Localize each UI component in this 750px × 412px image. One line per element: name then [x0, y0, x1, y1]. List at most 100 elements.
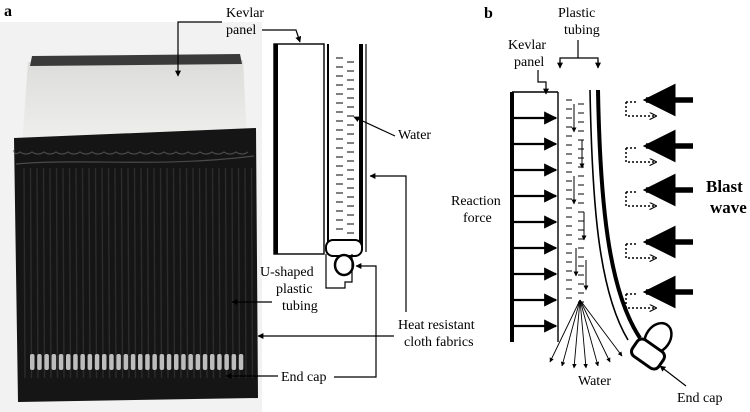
- panel-b-water-dashes: [566, 99, 584, 303]
- plastic-tubing-label-line1: Plastic: [558, 6, 595, 21]
- tube-ridge: [179, 167, 182, 379]
- end-cap-photo: [44, 354, 49, 370]
- tube-ridge: [205, 167, 208, 379]
- tube-ridge: [120, 167, 124, 379]
- reaction-force-arrows: [514, 111, 558, 333]
- specimen-photo: [0, 22, 262, 412]
- plastic-tubing-label-line2: tubing: [564, 23, 600, 38]
- water-spray-arrow: [579, 299, 623, 357]
- tube-ridge: [23, 167, 26, 379]
- heat-resistant-label-line2: cloth fabrics: [404, 335, 474, 350]
- kevlar-pointer-arrow: [175, 21, 222, 77]
- end-cap-photo: [87, 354, 93, 370]
- tube-ridge: [55, 167, 59, 379]
- reaction-force-label-line1: Reaction: [451, 194, 501, 209]
- cloth-wrinkles: [13, 149, 255, 165]
- end-cap-photo: [195, 354, 201, 370]
- end-cap-photo: [30, 354, 35, 370]
- tube-ridge: [42, 167, 46, 379]
- water-pointer: [353, 116, 396, 137]
- tube-ridges: [23, 167, 254, 379]
- tube-ridge: [250, 167, 254, 379]
- tube-ridge: [94, 167, 98, 379]
- tube-ridge: [88, 167, 91, 379]
- tube-ridge: [237, 167, 241, 379]
- end-cap-photo: [109, 354, 114, 370]
- panel-b-tube-inner-wall: [589, 89, 629, 341]
- end-cap-label: End cap: [281, 370, 326, 385]
- panel-b-end-cap: [630, 321, 673, 371]
- end-cap-photo: [224, 354, 229, 370]
- panel-b-kevlar-label-line2: panel: [514, 55, 544, 70]
- reflected-wave-arrow: [625, 294, 656, 308]
- tube-ridge: [166, 167, 169, 379]
- u-tube-bend: [325, 239, 363, 257]
- photo-kevlar-label-line1: Kevlar: [226, 6, 264, 21]
- u-shaped-label-line2: plastic: [276, 282, 313, 297]
- end-cap-photo: [66, 354, 71, 370]
- schematic-b: [510, 83, 693, 371]
- tube-ridge: [218, 167, 221, 379]
- reflected-wave-arrow: [625, 102, 656, 116]
- water-spray-arrow: [579, 299, 611, 363]
- panel-b-kevlar-label-line1: Kevlar: [508, 38, 546, 53]
- end-cap-photo: [130, 354, 136, 370]
- end-cap-schematic-pointer: [334, 263, 377, 378]
- blast-wave-arrows: [625, 83, 693, 308]
- tube-ridge: [36, 167, 39, 379]
- end-cap-photo: [202, 354, 208, 370]
- water-flow-arrows: [571, 104, 589, 291]
- end-cap-photo: [102, 354, 107, 370]
- water-dashes: [336, 57, 354, 234]
- kevlar-panel-top-edge: [30, 54, 242, 66]
- end-cap-photo: [73, 354, 78, 370]
- photo-kevlar-label-line2: panel: [226, 23, 256, 38]
- panel-b-kevlar-pointer: [537, 70, 549, 95]
- tube-ridge: [172, 167, 176, 379]
- end-cap-photo: [188, 354, 193, 370]
- water-spray-arrow: [560, 299, 581, 367]
- u-shaped-bracket: [325, 254, 353, 289]
- end-cap-photo: [80, 354, 85, 370]
- tube-ridge: [140, 167, 143, 379]
- end-cap-photo: [145, 354, 150, 370]
- plastic-tubing-bracket: [559, 40, 599, 66]
- end-cap-photo: [152, 354, 157, 370]
- end-cap-photo: [238, 354, 244, 370]
- tube-ridge: [185, 167, 189, 379]
- blast-wave-label-line2: wave: [710, 198, 747, 217]
- kevlar-panel-photo: [22, 60, 247, 146]
- tube-ridge: [146, 167, 150, 379]
- tube-ridge: [107, 167, 111, 379]
- tube-ridge: [81, 167, 85, 379]
- tube-ridge: [198, 167, 202, 379]
- water-spray-arrow: [549, 299, 581, 363]
- tube-ridge: [127, 167, 130, 379]
- reaction-force-label-line2: force: [463, 211, 492, 226]
- cloth-wrinkle-line: [15, 155, 255, 165]
- tube-ridge: [75, 167, 78, 379]
- panel-a-letter: a: [4, 3, 12, 20]
- tube-ridge: [224, 167, 228, 379]
- tube-ridge: [29, 167, 33, 379]
- reflected-wave-arrow: [625, 192, 656, 206]
- end-cap-photo: [94, 354, 100, 370]
- reflected-wave-arrow: [625, 244, 656, 258]
- end-cap-photo: [210, 354, 215, 370]
- u-shaped-label-line1: U-shaped: [260, 265, 314, 280]
- tube-ridge: [114, 167, 117, 379]
- end-cap-photo: [116, 354, 121, 370]
- water-label: Water: [398, 128, 431, 143]
- water-spray-arrows: [549, 299, 623, 369]
- panel-b-end-cap-label: End cap: [677, 391, 722, 406]
- tube-ridge: [62, 167, 65, 379]
- schematic-a: [273, 43, 367, 277]
- water-spray-arrow: [572, 299, 581, 369]
- u-shaped-label-line3: tubing: [282, 299, 318, 314]
- panel-b-letter: b: [484, 5, 493, 22]
- blast-wave-label-line1: Blast: [706, 177, 743, 196]
- tube-ridge: [68, 167, 72, 379]
- kevlar-pointer-arrow-right: [262, 29, 302, 43]
- tube-ridge: [244, 167, 247, 379]
